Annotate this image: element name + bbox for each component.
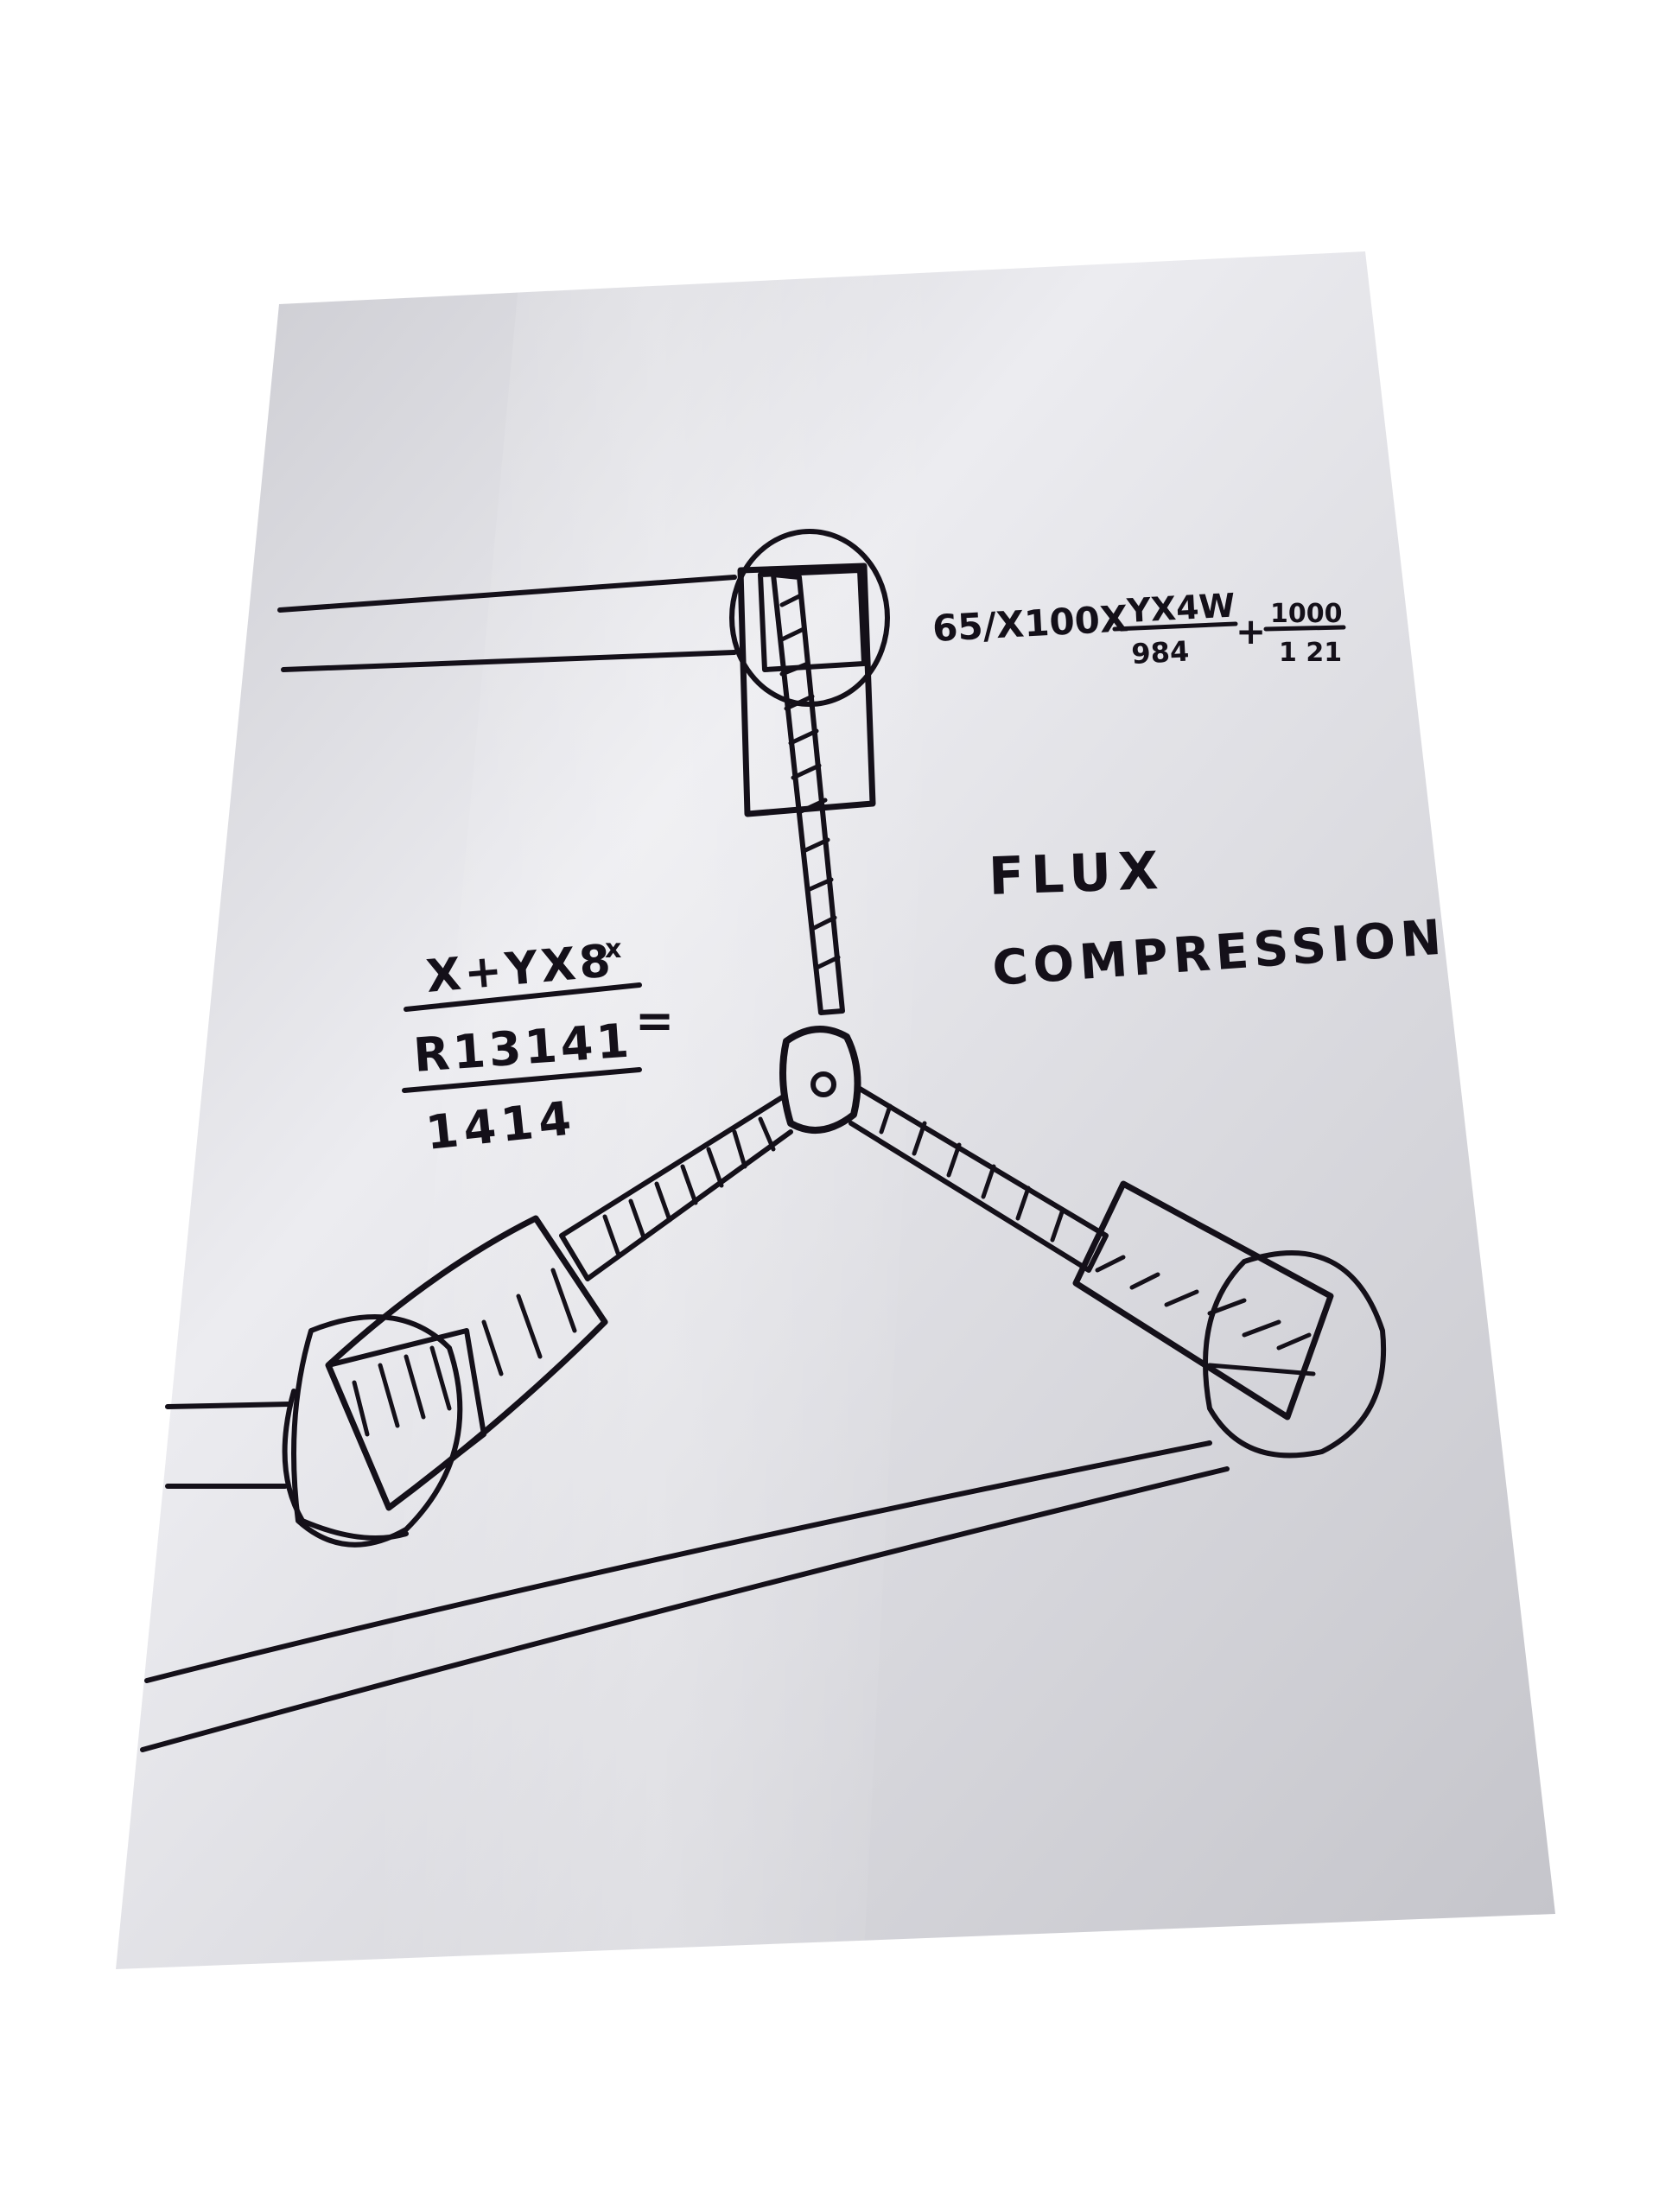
left-rod-hatching xyxy=(602,1116,776,1255)
top-formula-fraction-den: 1 21 xyxy=(1279,638,1342,668)
top-formula-fraction-num: 1000 xyxy=(1270,599,1343,629)
left-rod xyxy=(559,1095,793,1281)
top-formula-fraction-bar xyxy=(1112,621,1238,632)
center-hub xyxy=(779,1026,861,1134)
left-electrode-hatching xyxy=(352,1268,577,1437)
center-hub-hole xyxy=(810,1071,836,1097)
right-electrode-hatching xyxy=(1095,1255,1316,1376)
right-rod xyxy=(849,1086,1109,1273)
top-cable-upper-line xyxy=(277,575,737,613)
right-electrode-circle xyxy=(1203,1250,1387,1459)
top-electrode-housing xyxy=(737,563,876,817)
left-formula-superscript: x xyxy=(605,934,621,964)
top-formula-main: 65/X100X xyxy=(931,597,1128,650)
top-formula-denominator: 984 xyxy=(1130,635,1190,671)
left-formula-bar2 xyxy=(402,1067,642,1093)
bottom-cable-lower-line xyxy=(140,1466,1230,1752)
left-formula-equals: = xyxy=(635,994,674,1048)
left-formula: X+YX8 x R13141 = 1414 xyxy=(402,934,674,1160)
top-formula-plus: + xyxy=(1236,610,1266,652)
left-electrode-circle xyxy=(291,1314,463,1548)
bottom-cable-upper-line xyxy=(144,1440,1212,1683)
right-rod-hatching xyxy=(879,1103,1065,1243)
left-outer-circle-arc xyxy=(282,1389,409,1541)
left-cable-upper-line xyxy=(165,1402,292,1409)
title-flux: FLUX xyxy=(988,841,1166,907)
panel-glare xyxy=(363,259,950,1961)
top-formula: 65/X100X YX4W 984 + 1000 1 21 xyxy=(931,586,1346,671)
top-cable-lower-line xyxy=(281,650,737,672)
top-electrode-inner-rect xyxy=(758,568,867,672)
left-formula-bar1 xyxy=(404,982,642,1012)
top-formula-fraction2-bar xyxy=(1263,625,1346,632)
left-electrode-inner xyxy=(326,1328,486,1510)
flux-capacitor-sketch xyxy=(140,529,1387,1752)
top-rod-hatching xyxy=(779,594,841,970)
top-rod xyxy=(771,572,845,1015)
